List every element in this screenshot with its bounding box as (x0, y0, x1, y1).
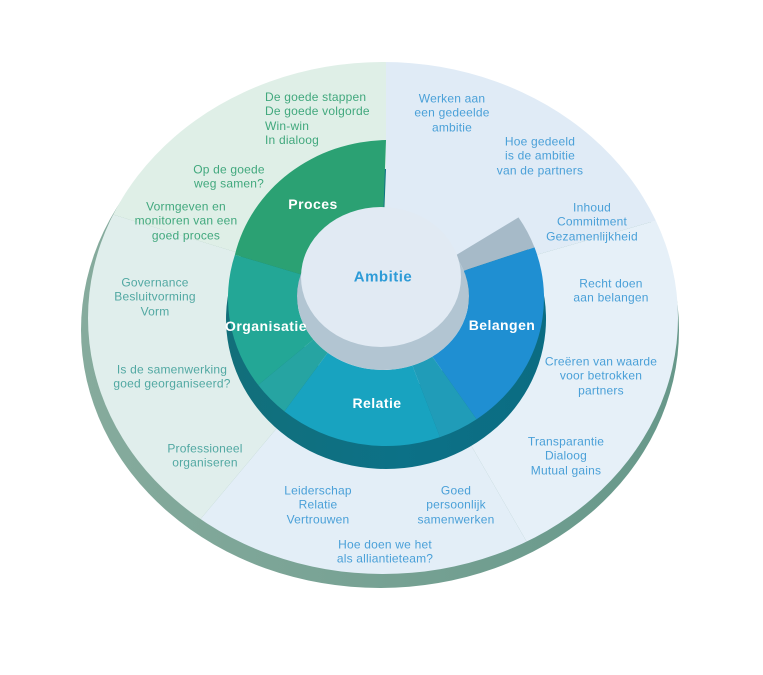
relatie-pale-sector (109, 298, 601, 574)
organisatie-segment (227, 254, 314, 385)
proces-segment (234, 140, 386, 275)
relatie-segment (284, 352, 440, 447)
relatie-belangen-blend (412, 356, 477, 438)
hub-circle (301, 207, 461, 347)
organisatie-relatie-blend (258, 339, 328, 412)
donut-cut-cap (455, 217, 535, 271)
belangen-segment (432, 247, 545, 420)
